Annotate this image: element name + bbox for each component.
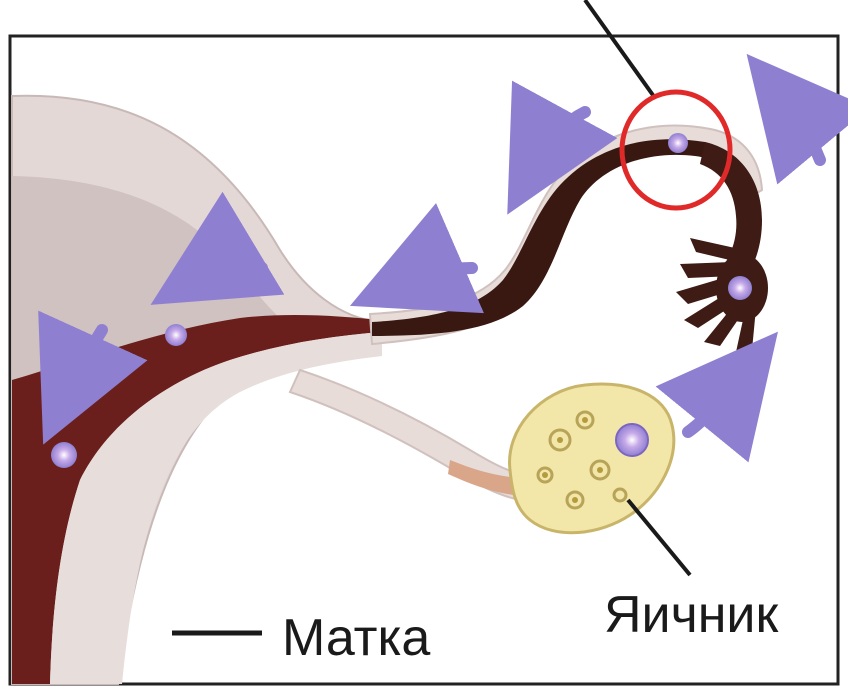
egg-cell-icon (51, 442, 77, 468)
egg-cell-icon (728, 276, 752, 300)
label-ovary: Яичник (604, 586, 778, 644)
egg-cell-icon (616, 424, 648, 456)
label-uterus: Матка (282, 609, 430, 667)
egg-cell-icon (165, 324, 187, 346)
egg-cell-icon (668, 133, 688, 153)
